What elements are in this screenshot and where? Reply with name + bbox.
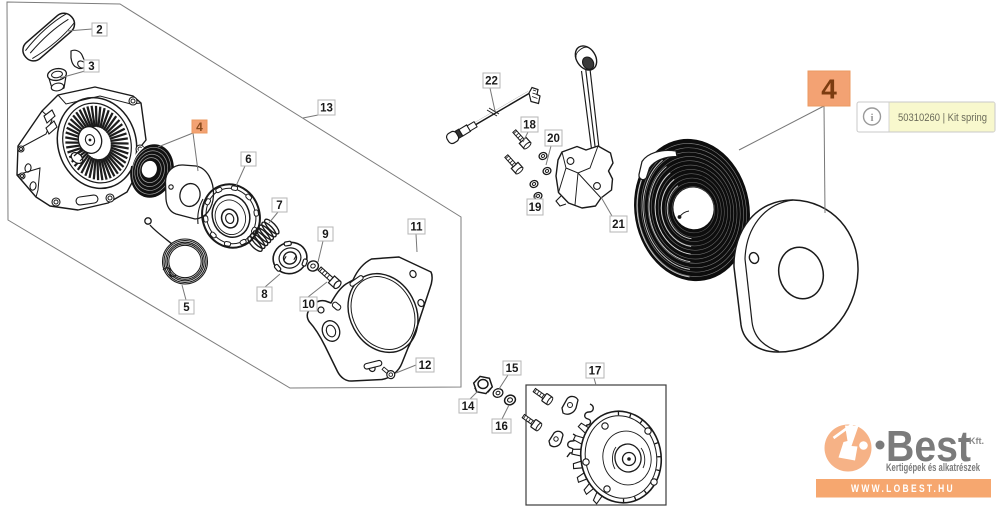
svg-text:2: 2 — [96, 25, 102, 37]
svg-text:9: 9 — [322, 229, 328, 241]
svg-text:8: 8 — [261, 289, 268, 301]
svg-text:22: 22 — [485, 76, 498, 88]
svg-text:6: 6 — [245, 154, 251, 166]
svg-text:20: 20 — [547, 133, 560, 145]
svg-text:11: 11 — [410, 222, 423, 234]
svg-text:i: i — [870, 112, 873, 124]
svg-text:15: 15 — [506, 363, 519, 375]
svg-text:17: 17 — [589, 366, 602, 378]
svg-text:14: 14 — [462, 401, 475, 413]
svg-text:16: 16 — [495, 421, 508, 433]
svg-text:21: 21 — [612, 219, 625, 231]
svg-text:Kertigépek és alkatrészek: Kertigépek és alkatrészek — [886, 462, 981, 474]
svg-text:3: 3 — [88, 61, 94, 73]
svg-text:50310260 | Kit spring: 50310260 | Kit spring — [898, 112, 987, 124]
svg-text:7: 7 — [276, 200, 282, 212]
svg-text:4: 4 — [821, 74, 837, 105]
svg-text:18: 18 — [523, 120, 536, 132]
svg-text:12: 12 — [419, 360, 432, 372]
svg-text:Kft.: Kft. — [969, 436, 984, 446]
svg-text:4: 4 — [196, 120, 203, 134]
svg-text:5: 5 — [183, 302, 190, 314]
svg-text:13: 13 — [320, 103, 333, 115]
svg-text:Best: Best — [886, 422, 971, 471]
svg-text:19: 19 — [529, 202, 542, 214]
svg-text:WWW.LOBEST.HU: WWW.LOBEST.HU — [851, 483, 955, 495]
svg-text:10: 10 — [302, 299, 315, 311]
